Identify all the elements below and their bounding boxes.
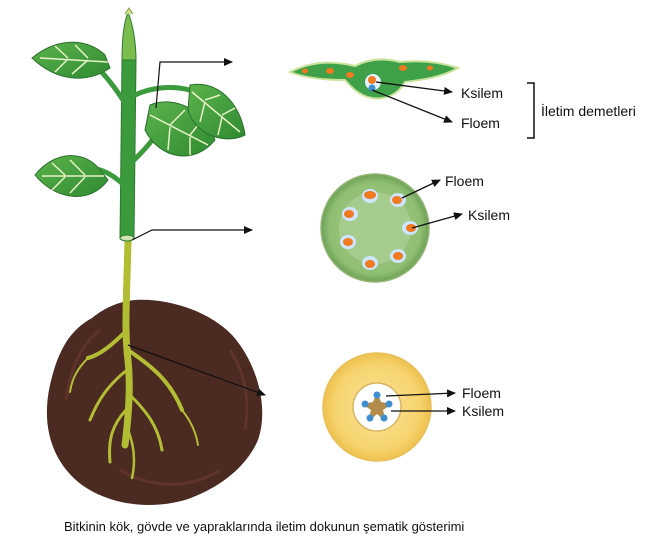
root-floem-label: Floem bbox=[462, 385, 501, 401]
connector-arrows bbox=[127, 58, 266, 397]
stem bbox=[119, 7, 137, 242]
root-ksilem-label: Ksilem bbox=[462, 403, 504, 419]
bracket-label: İletim demetleri bbox=[541, 102, 636, 119]
root-section-arrows bbox=[385, 389, 456, 415]
leaf-ksilem-label: Ksilem bbox=[461, 85, 503, 101]
root-cross-section bbox=[322, 352, 432, 462]
leaf-cross-section bbox=[287, 58, 461, 100]
leaf-top-right bbox=[187, 83, 246, 140]
leaf-floem-label: Floem bbox=[461, 115, 500, 131]
bracket bbox=[527, 82, 535, 139]
plant-illustration bbox=[31, 7, 263, 505]
stem-section-arrows bbox=[401, 179, 463, 229]
stem-cross-section bbox=[320, 173, 430, 283]
leaf-middle-left bbox=[34, 155, 109, 197]
roots bbox=[69, 236, 199, 480]
leaf-section-arrows bbox=[371, 81, 453, 123]
leaf-top-left bbox=[31, 41, 111, 79]
stem-floem-label: Floem bbox=[445, 173, 484, 189]
vascular-bundles bbox=[340, 189, 418, 270]
figure-caption: Bitkinin kök, gövde ve yapraklarında ile… bbox=[64, 519, 464, 534]
soil bbox=[46, 299, 263, 505]
stem-ksilem-label: Ksilem bbox=[468, 207, 510, 223]
